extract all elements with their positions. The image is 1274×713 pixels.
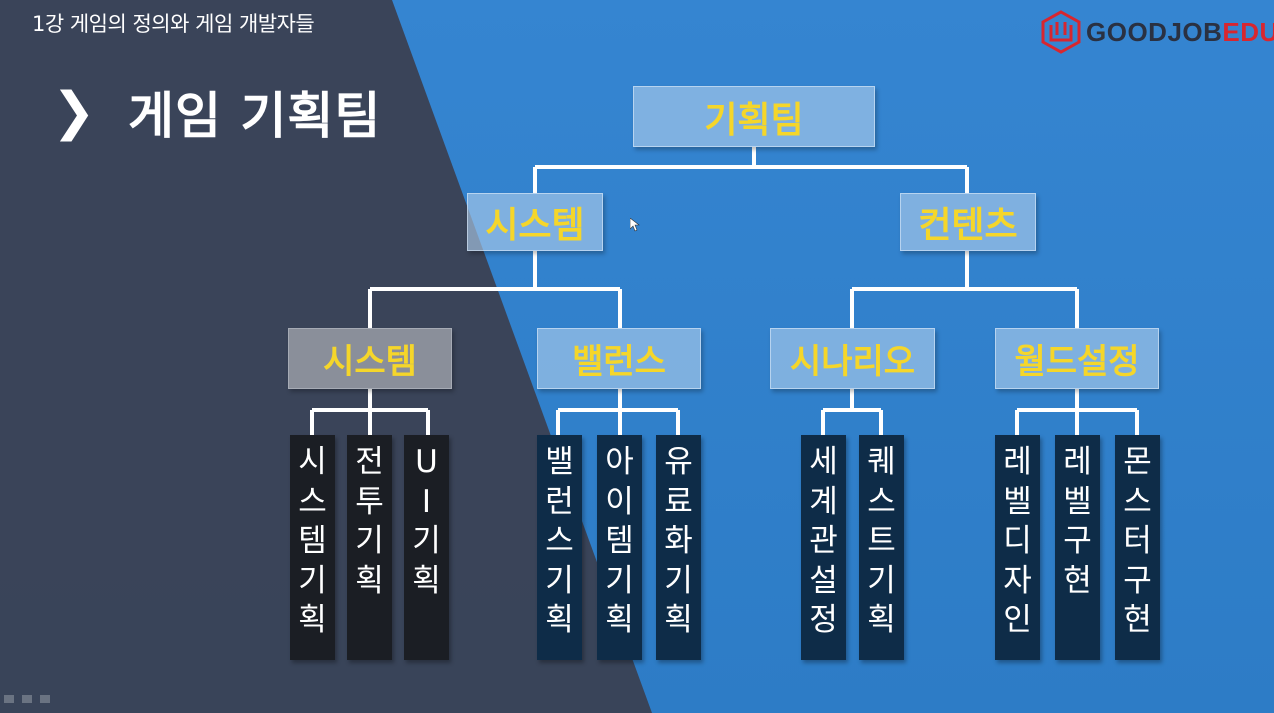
leaf-char: 기 bbox=[867, 562, 896, 599]
slide-title: 게임 기획팀 bbox=[128, 87, 382, 145]
l2-node-label: 밸런스 bbox=[572, 342, 666, 382]
control-icon[interactable] bbox=[4, 695, 14, 703]
leaf-char: 유 bbox=[664, 444, 693, 480]
logo-text: GOODJOBEDU bbox=[1086, 17, 1274, 48]
leaf-char: 전 bbox=[355, 444, 384, 480]
leaf-char: 스 bbox=[1123, 483, 1152, 520]
brand-logo: GOODJOBEDU bbox=[1040, 10, 1274, 54]
logo-text-goodjob: GOODJOB bbox=[1086, 16, 1223, 47]
leaf-char: 몬 bbox=[1123, 444, 1152, 480]
l1-node-system: 시스템 bbox=[467, 193, 603, 251]
leaf-char: 이 bbox=[605, 483, 634, 520]
slide-title-group: ❯ 게임 기획팀 bbox=[52, 76, 381, 148]
l2-node-balance: 밸런스 bbox=[537, 328, 701, 389]
leaf-char: 획 bbox=[545, 602, 574, 638]
leaf-char: 아 bbox=[605, 444, 634, 480]
leaf-char: 관 bbox=[809, 523, 838, 559]
leaf-char: 료 bbox=[664, 483, 693, 520]
leaf-char: 시 bbox=[298, 444, 327, 480]
leaf-char: 현 bbox=[1063, 562, 1092, 599]
l1-node-label: 시스템 bbox=[485, 205, 585, 246]
leaf-char: 정 bbox=[809, 602, 838, 638]
control-icon[interactable] bbox=[40, 695, 50, 703]
logo-mark-icon bbox=[1041, 10, 1081, 54]
logo-text-edu: EDU bbox=[1222, 16, 1274, 47]
leaf-char: 현 bbox=[1123, 602, 1152, 638]
leaf-char: 획 bbox=[298, 602, 327, 638]
leaf-char: 기 bbox=[605, 562, 634, 599]
leaf-char: 획 bbox=[867, 602, 896, 638]
leaf-char: 레 bbox=[1003, 444, 1032, 480]
leaf-char: 구 bbox=[1063, 523, 1092, 559]
lecture-title: 1강 게임의 정의와 게임 개발자들 bbox=[32, 12, 315, 36]
leaf-char: 레 bbox=[1063, 444, 1092, 480]
leaf-char: 화 bbox=[664, 523, 693, 559]
leaf-char: 스 bbox=[867, 483, 896, 520]
leaf-char: 획 bbox=[355, 562, 384, 599]
l2-node-label: 월드설정 bbox=[1014, 342, 1140, 382]
l2-node-scenario: 시나리오 bbox=[770, 328, 935, 389]
leaf-char: 벨 bbox=[1063, 483, 1092, 520]
leaf-char: 스 bbox=[545, 523, 574, 559]
leaf-char: 획 bbox=[412, 562, 441, 599]
leaf-char: 기 bbox=[545, 562, 574, 599]
l1-node-label: 컨텐츠 bbox=[918, 205, 1018, 246]
leaf-char: 기 bbox=[355, 523, 384, 559]
leaf-char: 스 bbox=[298, 483, 327, 520]
leaf-char: 획 bbox=[605, 602, 634, 638]
leaf-char: 터 bbox=[1123, 523, 1152, 559]
control-icon[interactable] bbox=[22, 695, 32, 703]
leaf-char: 트 bbox=[867, 523, 896, 559]
leaf-char: I bbox=[421, 483, 432, 520]
chevron-right-icon: ❯ bbox=[52, 82, 96, 142]
leaf-char: 세 bbox=[809, 444, 838, 480]
leaf-char: 구 bbox=[1123, 562, 1152, 599]
leaf-char: 기 bbox=[298, 562, 327, 599]
l2-node-label: 시나리오 bbox=[789, 342, 916, 382]
root-node-label: 기획팀 bbox=[704, 99, 804, 141]
l2-node-system: 시스템 bbox=[288, 328, 452, 389]
leaf-char: 투 bbox=[355, 483, 384, 520]
leaf-char: 밸 bbox=[545, 444, 574, 480]
leaf-char: 획 bbox=[664, 602, 693, 638]
leaf-char: 퀘 bbox=[867, 444, 896, 480]
leaf-char: 기 bbox=[664, 562, 693, 599]
leaf-char: 설 bbox=[809, 562, 838, 599]
l2-node-world-setting: 월드설정 bbox=[995, 328, 1159, 389]
leaf-char: 기 bbox=[412, 523, 441, 559]
leaf-char: 계 bbox=[809, 483, 838, 520]
player-controls[interactable] bbox=[4, 695, 50, 703]
l1-node-contents: 컨텐츠 bbox=[900, 193, 1036, 251]
leaf-char: 템 bbox=[298, 523, 327, 559]
mouse-cursor-icon bbox=[630, 218, 640, 232]
leaf-char: U bbox=[415, 444, 438, 480]
leaf-char: 디 bbox=[1003, 523, 1032, 559]
leaf-char: 인 bbox=[1003, 602, 1032, 638]
leaf-char: 벨 bbox=[1003, 483, 1032, 520]
leaf-char: 자 bbox=[1003, 562, 1032, 599]
l2-node-label: 시스템 bbox=[323, 342, 417, 382]
leaf-char: 템 bbox=[605, 523, 634, 559]
root-node: 기획팀 bbox=[633, 86, 875, 147]
leaf-char: 런 bbox=[545, 483, 574, 520]
